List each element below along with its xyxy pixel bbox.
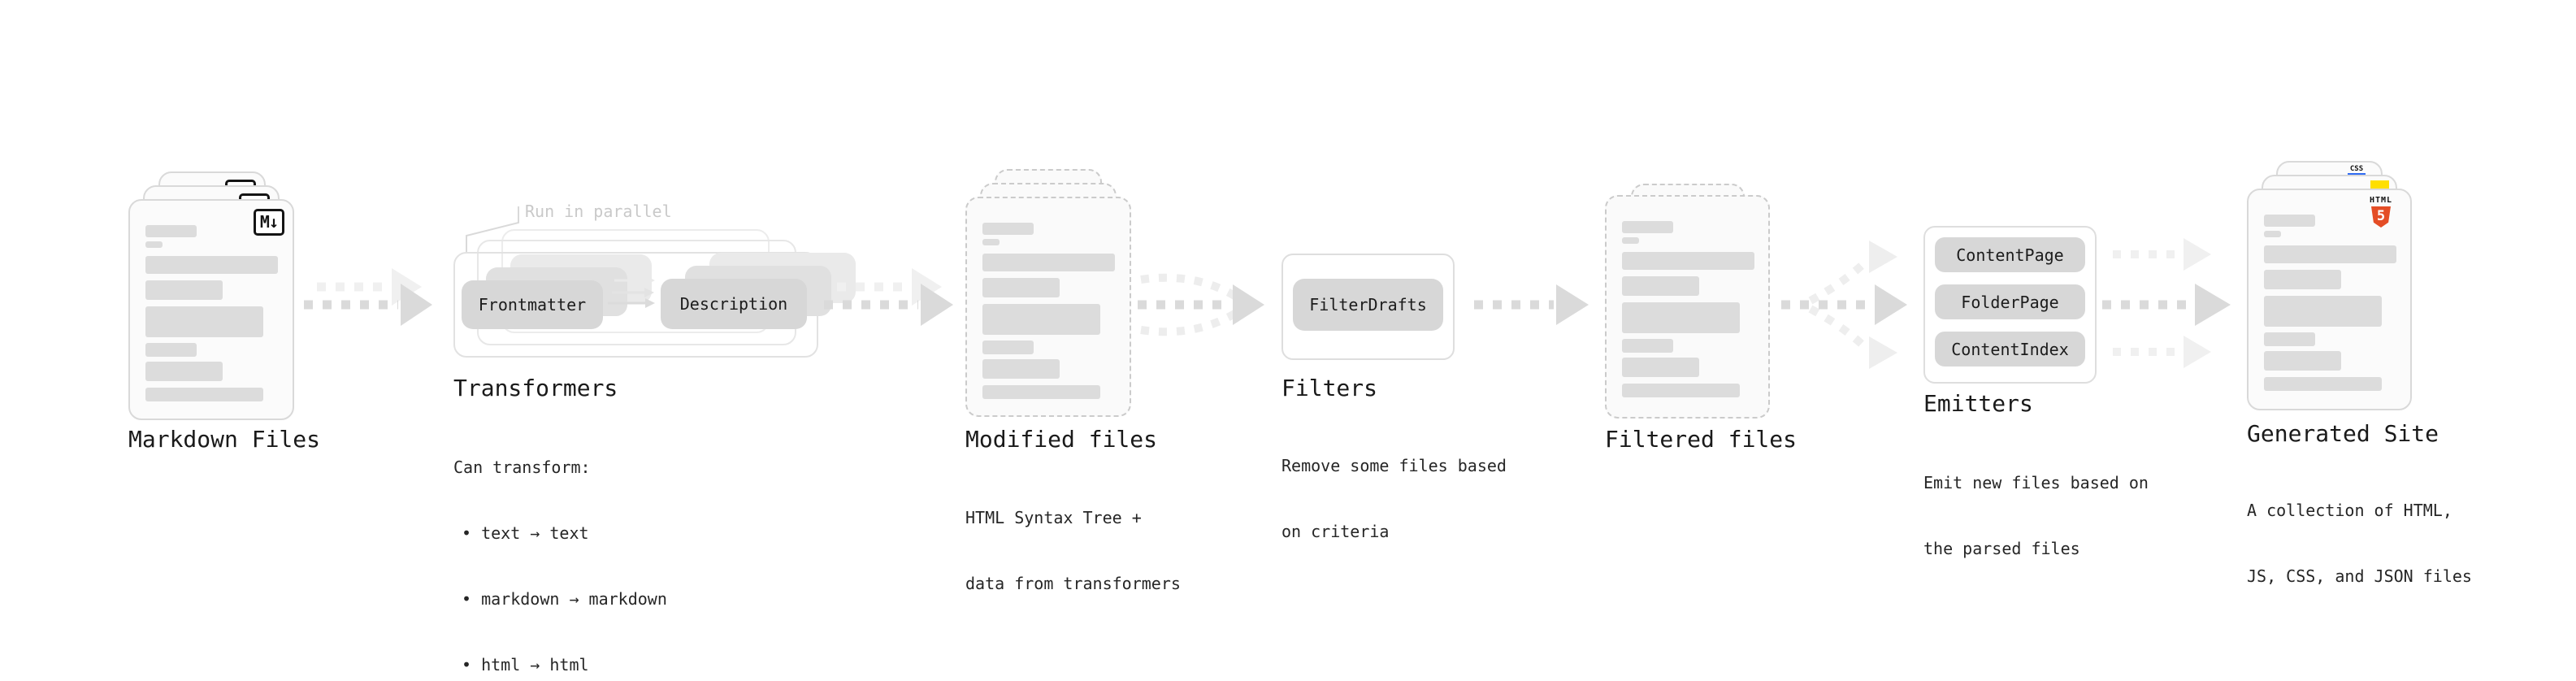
mini-arrow-icon xyxy=(608,298,655,308)
callout-leader-line xyxy=(466,206,519,252)
transformers-bullet: text → text xyxy=(453,523,667,544)
modified-file-card-front xyxy=(965,197,1131,417)
transformers-bullet: html → html xyxy=(453,654,667,676)
modified-files-subtitle: HTML Syntax Tree + data from transformer… xyxy=(965,463,1181,639)
placeholder-bar xyxy=(145,241,163,248)
subtitle-line: JS, CSS, and JSON files xyxy=(2247,566,2472,586)
placeholder-bar xyxy=(982,304,1100,335)
subtitle-line: Emit new files based on xyxy=(1923,473,2149,492)
html5-icon: HTML 5 xyxy=(2363,197,2399,228)
markdown-file-card-front: M↓ xyxy=(128,199,294,420)
subtitle-line: the parsed files xyxy=(1923,539,2080,558)
flow-arrow-modified-to-filters xyxy=(1138,273,1264,336)
transformers-title: Transformers xyxy=(453,375,618,401)
placeholder-bar xyxy=(1622,276,1699,296)
html5-icon-shield: 5 xyxy=(2371,206,2391,228)
generated-site-subtitle: A collection of HTML, JS, CSS, and JSON … xyxy=(2247,456,2472,631)
flow-arrow-markdown-to-transformers xyxy=(304,268,432,326)
placeholder-bar xyxy=(2264,351,2341,371)
generated-site-title: Generated Site xyxy=(2247,420,2439,447)
html5-icon-label: HTML xyxy=(2369,196,2393,205)
placeholder-bar xyxy=(145,256,278,274)
placeholder-bar xyxy=(2264,296,2382,327)
subtitle-line: data from transformers xyxy=(965,574,1181,593)
folderpage-label: FolderPage xyxy=(1961,292,2059,312)
contentindex-label: ContentIndex xyxy=(1951,339,2069,359)
placeholder-bar xyxy=(982,239,1000,245)
placeholder-bar xyxy=(1622,302,1740,333)
mini-arrow-icon xyxy=(614,275,655,285)
flow-arrow-filtered-to-emitters xyxy=(1781,241,1907,369)
flow-arrow-filters-to-filtered xyxy=(1474,284,1589,325)
contentpage-node: ContentPage xyxy=(1935,237,2085,272)
placeholder-bar xyxy=(982,359,1060,379)
placeholder-bar xyxy=(982,385,1100,399)
placeholder-bar xyxy=(1622,221,1673,233)
folderpage-node: FolderPage xyxy=(1935,284,2085,319)
transformers-bullet: markdown → markdown xyxy=(453,588,667,610)
transformers-description: Can transform: text → text markdown → ma… xyxy=(453,413,667,681)
placeholder-bar xyxy=(145,225,197,237)
modified-files-title: Modified files xyxy=(965,426,1158,453)
flow-arrow-emitters-to-site xyxy=(2102,238,2231,368)
site-file-card-html: HTML 5 xyxy=(2247,189,2412,410)
contentpage-label: ContentPage xyxy=(1956,245,2064,265)
mini-arrow-icon xyxy=(612,288,654,297)
transformers-intro: Can transform: xyxy=(453,458,591,477)
emitters-title: Emitters xyxy=(1923,390,2033,417)
frontmatter-label: Frontmatter xyxy=(478,295,587,314)
filtered-files-title: Filtered files xyxy=(1605,426,1798,453)
placeholder-bar xyxy=(2264,332,2315,346)
subtitle-line: Remove some files based xyxy=(1281,456,1507,475)
filtered-file-card-front xyxy=(1605,195,1770,419)
frontmatter-node: Frontmatter xyxy=(462,280,603,329)
placeholder-bar xyxy=(1622,358,1699,377)
flow-arrow-transformers-to-modified xyxy=(824,268,953,326)
placeholder-bar xyxy=(1622,237,1639,244)
placeholder-bar xyxy=(982,340,1034,354)
description-label: Description xyxy=(679,294,788,314)
placeholder-bar xyxy=(2264,245,2396,263)
subtitle-line: HTML Syntax Tree + xyxy=(965,508,1142,527)
placeholder-bar xyxy=(982,254,1115,271)
filters-title: Filters xyxy=(1281,375,1378,401)
placeholder-bar xyxy=(982,223,1034,235)
filterdrafts-label: FilterDrafts xyxy=(1309,295,1427,314)
markdown-icon: M↓ xyxy=(253,209,284,236)
filterdrafts-node: FilterDrafts xyxy=(1293,279,1443,331)
placeholder-bar xyxy=(145,362,223,381)
contentindex-node: ContentIndex xyxy=(1935,332,2085,367)
placeholder-bar xyxy=(2264,377,2382,391)
placeholder-bar xyxy=(2264,231,2281,237)
placeholder-bar xyxy=(1622,339,1673,353)
css-icon-label: CSS xyxy=(2349,165,2364,173)
run-in-parallel-label: Run in parallel xyxy=(525,202,672,221)
placeholder-bar xyxy=(145,306,263,337)
description-node: Description xyxy=(661,279,807,329)
placeholder-bar xyxy=(1622,384,1740,397)
placeholder-bar xyxy=(982,278,1060,297)
placeholder-bar xyxy=(145,343,197,357)
emitters-subtitle: Emit new files based on the parsed files xyxy=(1923,428,2149,604)
js-icon xyxy=(2370,180,2389,189)
filters-subtitle: Remove some files based on criteria xyxy=(1281,411,1507,587)
placeholder-bar xyxy=(145,280,223,300)
placeholder-bar xyxy=(2264,215,2315,227)
subtitle-line: on criteria xyxy=(1281,522,1390,541)
subtitle-line: A collection of HTML, xyxy=(2247,501,2452,520)
placeholder-bar xyxy=(2264,270,2341,289)
placeholder-bar xyxy=(1622,252,1754,270)
placeholder-bar xyxy=(145,388,263,401)
markdown-files-title: Markdown Files xyxy=(128,426,321,453)
